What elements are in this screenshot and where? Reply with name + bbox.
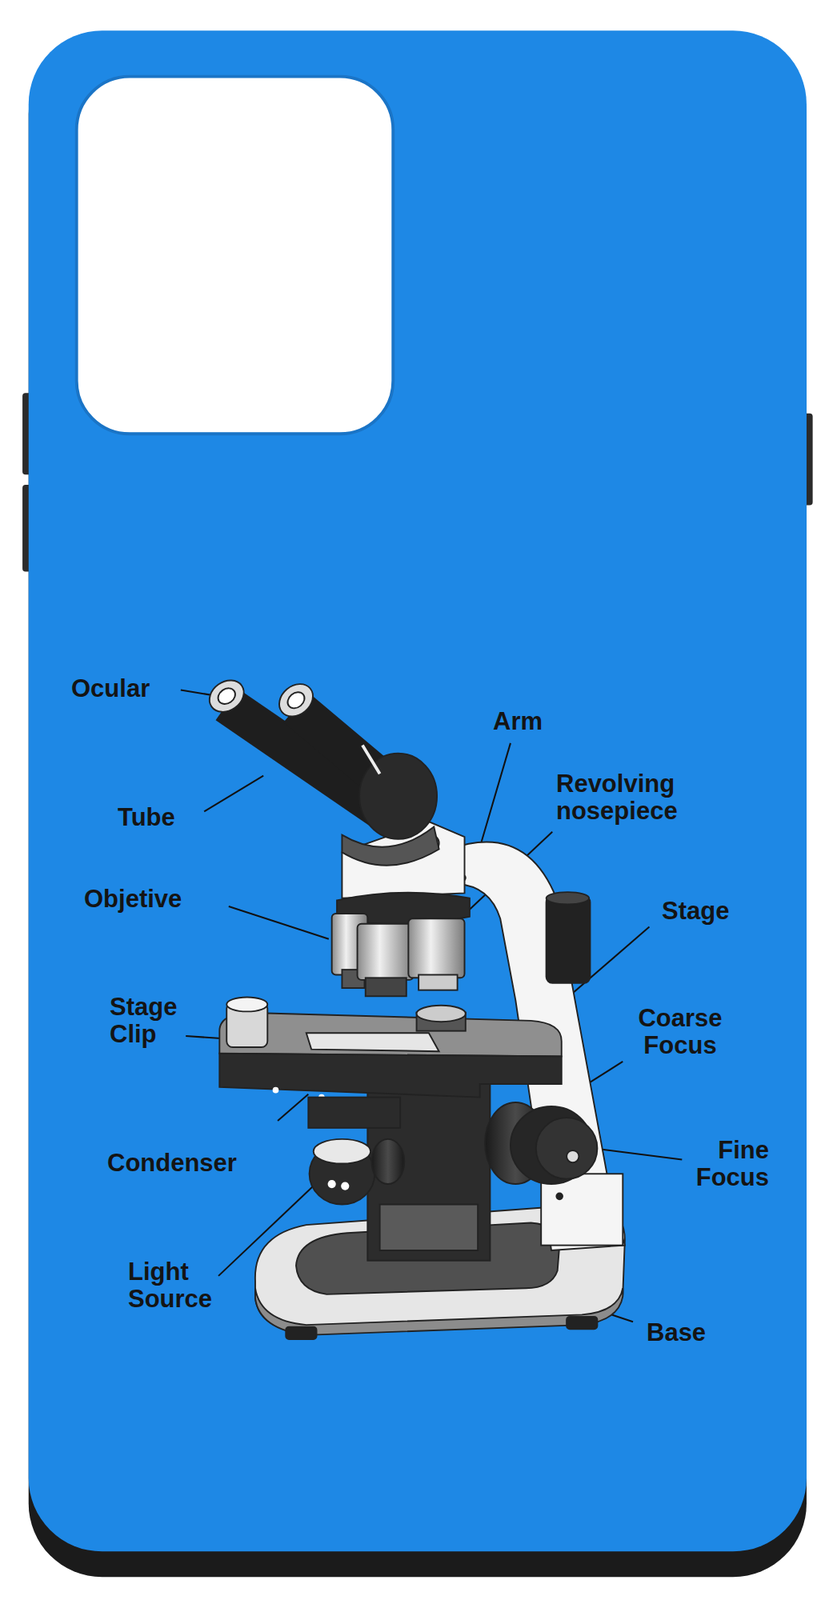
part-label: Coarse Focus <box>620 1005 741 1060</box>
part-label: Fine Focus <box>656 1137 769 1192</box>
part-label: Ocular <box>71 675 150 703</box>
part-label: Objetive <box>84 885 182 914</box>
part-label: Tube <box>117 804 176 832</box>
part-label: Base <box>646 1319 706 1347</box>
part-label: Condenser <box>107 1149 237 1178</box>
part-label: Revolving nosepiece <box>556 770 717 825</box>
part-label: Light Source <box>128 1258 241 1314</box>
part-label: Stage <box>661 897 729 926</box>
part-label: Stage Clip <box>109 993 206 1049</box>
part-label: Arm <box>492 708 543 736</box>
